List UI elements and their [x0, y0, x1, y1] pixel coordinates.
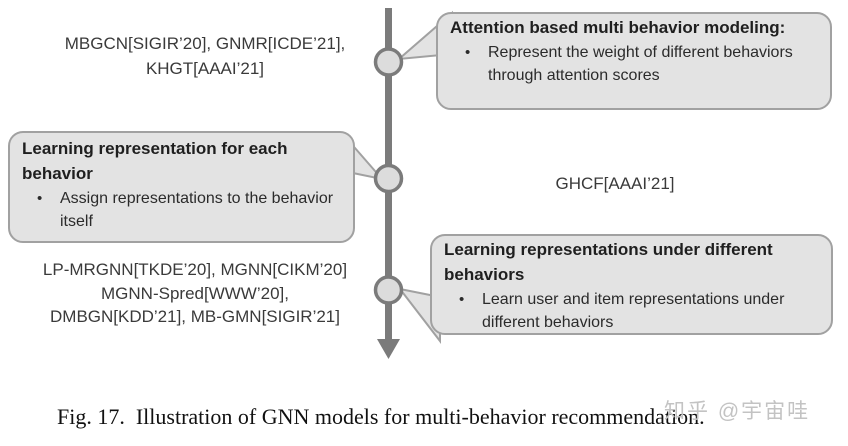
figure-caption: Fig. 17. Illustration of GNN models for …: [57, 404, 705, 429]
callout-bullet: • Assign representations to the behavior…: [22, 187, 343, 233]
callout-bullet-text: Learn user and item representations unde…: [482, 291, 785, 331]
models-node1-line2: KHGT[AAAI’21]: [145, 59, 265, 78]
models-node3-line2: MGNN-Spred[WWW’20],: [101, 283, 289, 303]
bullet-icon: •: [37, 190, 43, 207]
bullet-icon: •: [465, 44, 471, 61]
callout-title: Learning representation for each behavio…: [22, 139, 288, 183]
callout-bullet: • Learn user and item representations un…: [444, 288, 821, 333]
callout-bullet: • Represent the weight of different beha…: [450, 41, 820, 87]
models-node1-label: MBGCN[SIGIR’20], GNMR[ICDE’21], KHGT[AAA…: [15, 31, 395, 81]
timeline-node-2: [373, 163, 404, 194]
callout-attention-modeling: Attention based multi behavior modeling:…: [436, 12, 832, 110]
bullet-icon: •: [459, 291, 465, 308]
models-node2-line1: GHCF[AAAI’21]: [555, 174, 675, 193]
callout-each-behavior: Learning representation for each behavio…: [8, 131, 355, 243]
models-node3-line1: LP-MRGNN[TKDE’20], MGNN[CIKM’20]: [42, 260, 348, 279]
callout-title: Learning representations under different…: [444, 240, 773, 284]
callout-bullet-text: Assign representations to the behavior i…: [60, 190, 334, 230]
timeline-node-3: [373, 275, 404, 305]
timeline-arrowhead-icon: [377, 339, 400, 359]
callout-title: Attention based multi behavior modeling:: [450, 18, 786, 37]
callout-bullet-text: Represent the weight of different behavi…: [488, 44, 793, 84]
callout-different-behaviors: Learning representations under different…: [430, 234, 833, 335]
timeline-node-1: [373, 47, 404, 77]
models-node3-label: LP-MRGNN[TKDE’20], MGNN[CIKM’20] MGNN-Sp…: [5, 258, 385, 329]
models-node1-line1: MBGCN[SIGIR’20], GNMR[ICDE’21],: [64, 34, 346, 53]
models-node3-line3: DMBGN[KDD’21], MB-GMN[SIGIR’21]: [50, 307, 340, 326]
models-node2-label: GHCF[AAAI’21]: [535, 171, 695, 196]
watermark: 知乎 @宇宙哇: [664, 400, 811, 423]
